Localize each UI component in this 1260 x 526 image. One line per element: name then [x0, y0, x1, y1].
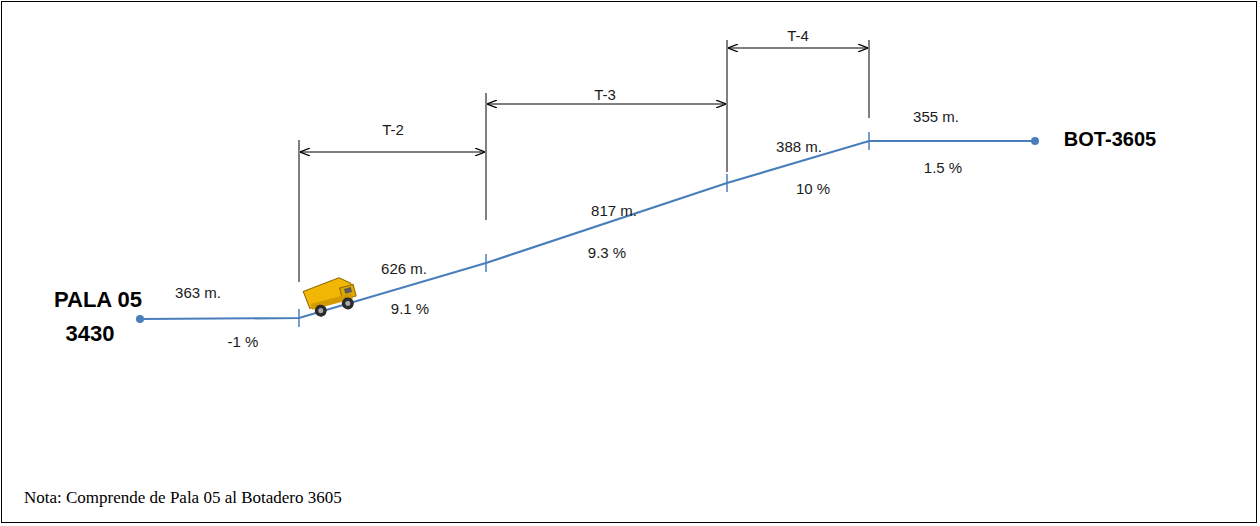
segment-grade: -1 %: [228, 334, 259, 349]
segment-length: 626 m.: [381, 261, 427, 276]
segment-grade: 9.3 %: [588, 245, 626, 260]
segment-length: 355 m.: [913, 109, 959, 124]
section-label: T-4: [787, 28, 809, 43]
elevation: 3430: [66, 323, 115, 345]
segment-grade: 10 %: [796, 181, 830, 196]
segment-length: 363 m.: [175, 285, 221, 300]
section-label: T-3: [594, 87, 616, 102]
segment-length: 817 m.: [591, 203, 637, 218]
segment-length: 388 m.: [776, 139, 822, 154]
segment-grade: 9.1 %: [391, 301, 429, 316]
dump-name: BOT-3605: [1064, 129, 1156, 149]
shovel-name: PALA 05: [54, 289, 142, 311]
segment-grade: 1.5 %: [924, 160, 962, 175]
caption-note: Nota: Comprende de Pala 05 al Botadero 3…: [24, 488, 342, 508]
section-label: T-2: [382, 122, 404, 137]
